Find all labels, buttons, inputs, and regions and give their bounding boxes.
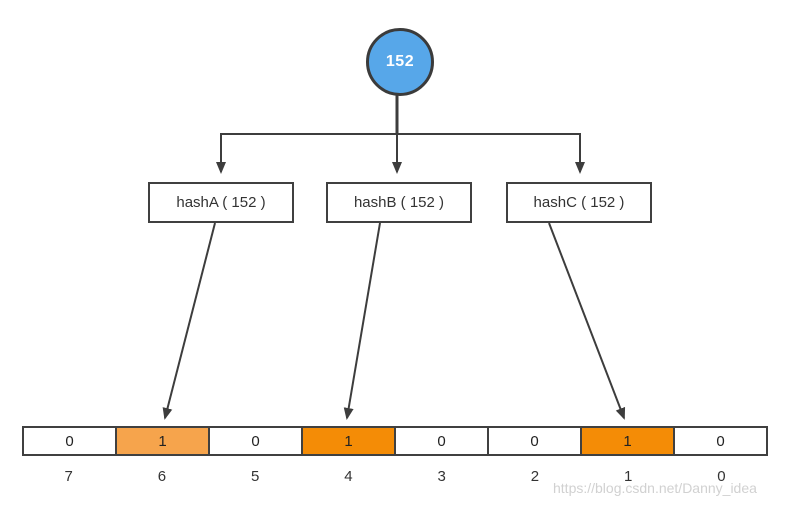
bit-value: 0 <box>65 432 74 450</box>
index-label-6: 6 <box>157 468 167 485</box>
index-row: 7 6 5 4 3 2 1 0 <box>22 468 768 485</box>
arrow-hashB-to-cell4 <box>343 222 381 420</box>
bit-value: 0 <box>716 432 725 450</box>
value-node-label: 152 <box>385 53 415 70</box>
bit-value: 1 <box>344 432 353 450</box>
value-node: 152 <box>366 28 434 96</box>
bit-cell-1: 1 <box>580 426 675 456</box>
arrow-hashC-to-cell1 <box>548 222 626 420</box>
index-label-0: 0 <box>717 468 726 485</box>
bit-cell-3: 0 <box>394 426 489 456</box>
bit-cell-2: 0 <box>487 426 582 456</box>
bit-cell-7: 0 <box>22 426 117 456</box>
index-label-2: 2 <box>530 468 540 485</box>
index-label-7: 7 <box>64 468 73 485</box>
bit-value: 0 <box>530 432 539 450</box>
bit-cell-4: 1 <box>301 426 396 456</box>
arrow-hashA-to-cell6 <box>162 222 216 420</box>
hash-box-c: hashC ( 152 ) <box>506 182 652 223</box>
bit-cell-0: 0 <box>673 426 768 456</box>
index-label-3: 3 <box>437 468 446 485</box>
hash-box-b-label: hashB ( 152 ) <box>353 194 445 211</box>
hash-box-a-label: hashA ( 152 ) <box>176 194 266 211</box>
index-label-4: 4 <box>344 468 353 485</box>
bit-array: 0 1 0 1 0 0 1 0 <box>22 426 768 456</box>
hash-box-c-label: hashC ( 152 ) <box>533 194 625 211</box>
bit-cell-6: 1 <box>115 426 210 456</box>
bit-cell-5: 0 <box>208 426 303 456</box>
bit-value: 1 <box>158 432 167 450</box>
bit-value: 1 <box>623 432 632 450</box>
index-label-5: 5 <box>250 468 260 485</box>
watermark-text: https://blog.csdn.net/Danny_idea <box>553 480 757 496</box>
hash-box-a: hashA ( 152 ) <box>148 182 294 223</box>
bit-value: 0 <box>251 432 260 450</box>
bit-value: 0 <box>437 432 446 450</box>
index-label-1: 1 <box>623 468 633 485</box>
hash-box-b: hashB ( 152 ) <box>326 182 472 223</box>
